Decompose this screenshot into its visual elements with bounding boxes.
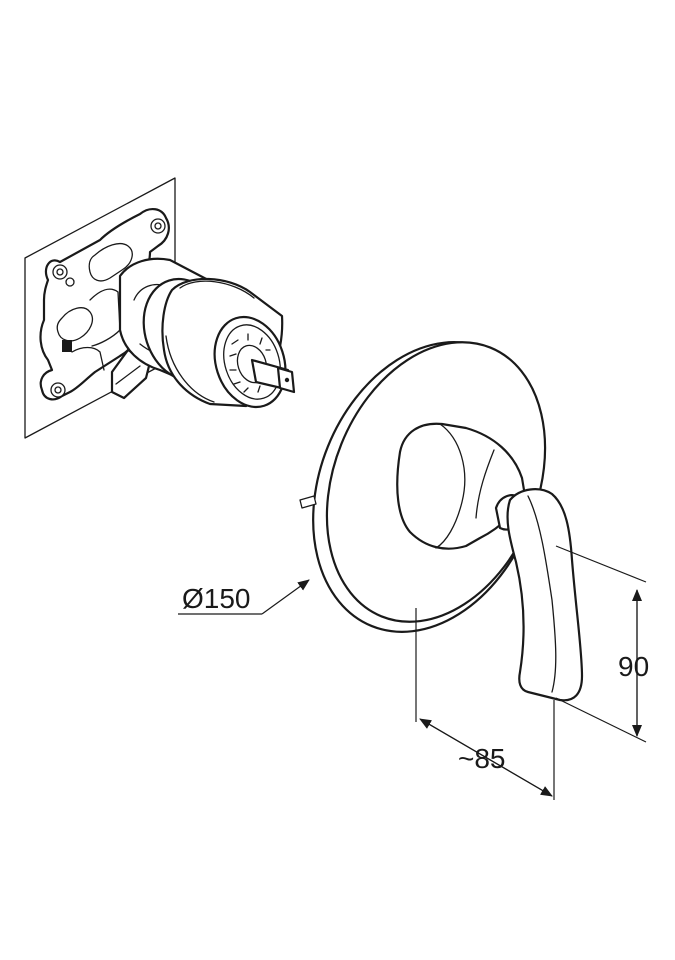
spindle-dot — [284, 377, 290, 383]
bolt-hole-inner — [54, 386, 62, 394]
height-label: 90 — [618, 651, 649, 682]
height-extension-bottom — [555, 697, 647, 743]
diameter-leader-arrow — [261, 579, 310, 615]
rosette-and-handle — [299, 341, 584, 702]
diameter-label: Ø150 — [182, 583, 251, 614]
depth-label: ~85 — [458, 743, 506, 774]
handle-hub-contour — [475, 449, 495, 519]
concealed-valve-body — [24, 177, 296, 439]
bolt-hole — [52, 264, 68, 280]
dimension-diameter: Ø150 — [178, 579, 310, 615]
bolt-hole-inner — [154, 222, 162, 230]
rosette-pin — [299, 495, 317, 509]
flange-inner-contour — [56, 307, 94, 342]
bolt-hole-inner — [56, 268, 64, 276]
dimension-height: 90 — [555, 545, 649, 743]
dimension-depth: ~85 — [415, 608, 555, 800]
cartridge-face-ring — [223, 324, 281, 400]
flange-rib — [71, 346, 105, 371]
flange-inner-contour — [88, 242, 133, 282]
lever-handle — [506, 488, 584, 702]
bolt-hole — [150, 218, 166, 234]
handle-hub-contour — [435, 423, 466, 549]
height-extension-top — [555, 545, 647, 583]
stop-bracket-edge — [115, 365, 141, 385]
lever-handle-edge — [527, 495, 557, 693]
cartridge-collar-ring — [165, 335, 215, 403]
cartridge-collar-ring — [179, 280, 255, 299]
depth-dimension-line-back — [419, 718, 553, 797]
port-marker — [62, 340, 72, 352]
bolt-hole — [65, 277, 75, 287]
bolt-hole — [50, 382, 66, 398]
